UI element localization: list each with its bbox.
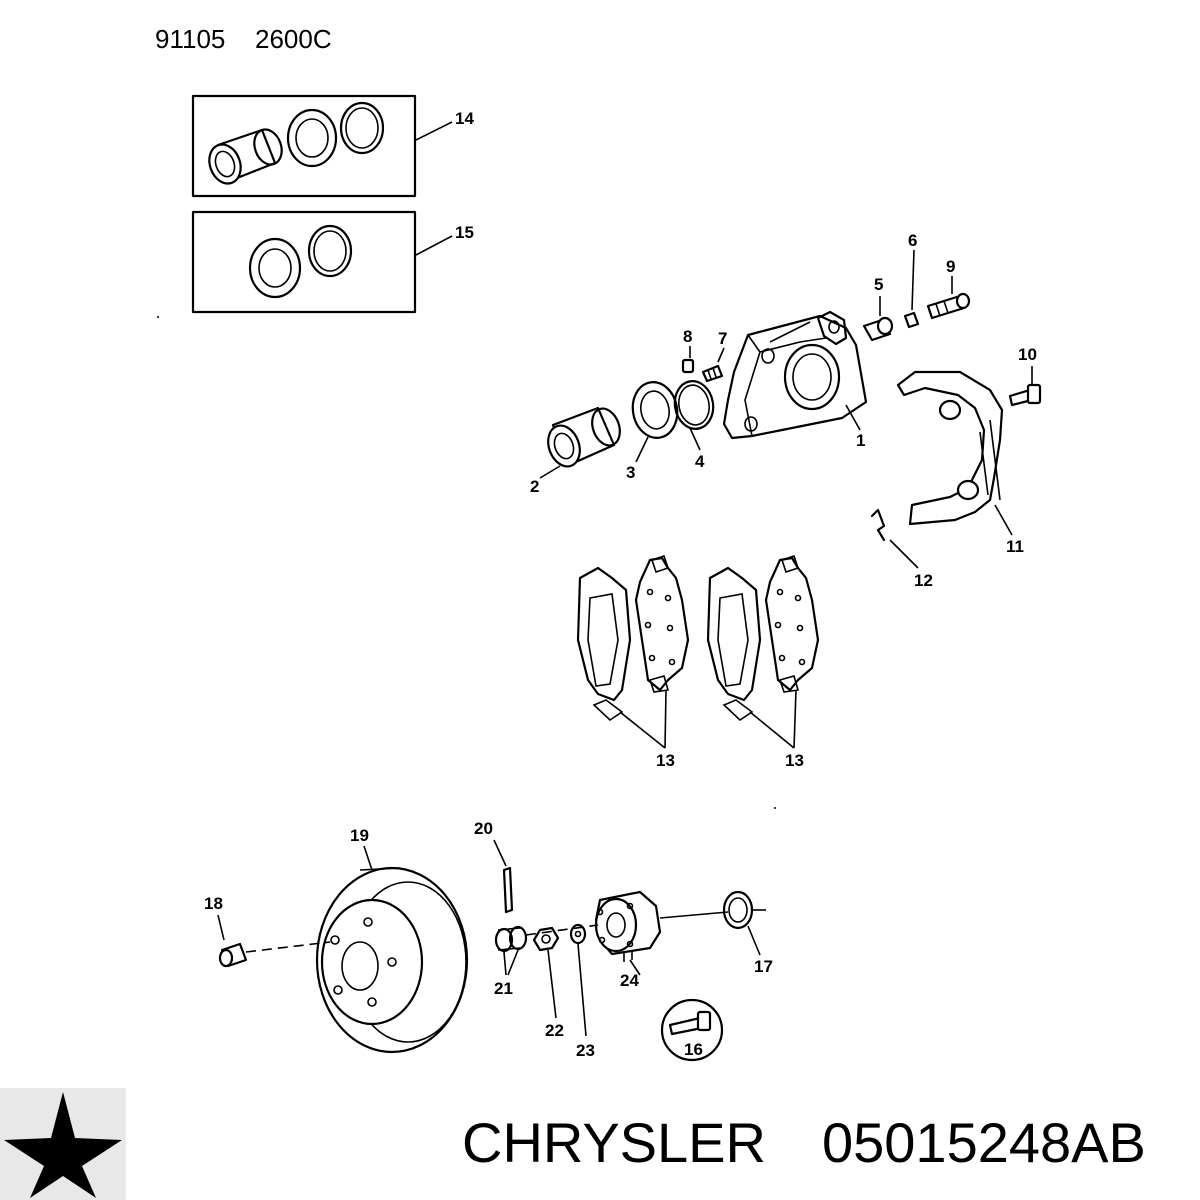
part-16-bolt	[660, 998, 724, 1062]
callout-13-right: 13	[785, 751, 804, 770]
part-6-sleeve	[903, 249, 920, 329]
callout-19: 19	[350, 826, 369, 845]
callout-17: 17	[754, 957, 773, 976]
callout-2: 2	[530, 477, 539, 496]
callout-10: 10	[1018, 345, 1037, 364]
part-number: 05015248AB	[822, 1111, 1146, 1174]
part-4-piston-seal	[673, 380, 715, 451]
part-8-bleeder-cap	[681, 346, 695, 374]
part-2-piston	[539, 406, 621, 479]
callout-9: 9	[946, 257, 955, 276]
callout-21: 21	[494, 979, 513, 998]
header-code-right: 2600C	[255, 24, 332, 54]
part-10-mounting-bolt	[1008, 366, 1042, 407]
part-9-guide-pin-bolt	[926, 276, 971, 320]
callout-11: 11	[1006, 537, 1024, 556]
part-7-bleeder-screw	[701, 347, 725, 383]
callout-15: 15	[455, 223, 474, 242]
part-21-nut-retainer	[494, 925, 528, 976]
kit-15-seal-kit	[191, 210, 453, 314]
callout-16: 16	[684, 1040, 703, 1059]
part-13-brake-pad-set-right	[706, 554, 820, 749]
callout-22: 22	[545, 1021, 564, 1040]
callout-20: 20	[474, 819, 493, 838]
header-code-left: 91105	[155, 24, 225, 54]
callout-5: 5	[874, 275, 883, 294]
brand-name: CHRYSLER	[462, 1111, 766, 1174]
part-22-hex-nut	[532, 926, 560, 1019]
part-12-anti-rattle-clip	[870, 508, 919, 569]
callout-18: 18	[204, 894, 223, 913]
chrysler-pentastar-logo	[0, 1088, 126, 1200]
callout-13-left: 13	[656, 751, 675, 770]
callout-14: 14	[455, 109, 474, 128]
part-19-brake-rotor	[315, 845, 469, 1054]
part-11-caliper-adapter	[896, 370, 1013, 536]
part-20-cotter-pin	[493, 839, 514, 914]
callout-4: 4	[695, 452, 705, 471]
part-18-lug-nut	[217, 914, 331, 968]
callout-3: 3	[626, 463, 635, 482]
part-5-bushing	[862, 296, 894, 342]
callout-23: 23	[576, 1041, 595, 1060]
part-13-brake-pad-set-left	[576, 554, 690, 749]
part-1-caliper-housing	[722, 310, 868, 440]
callout-1: 1	[856, 431, 865, 450]
part-23-washer	[569, 923, 587, 1037]
part-24-hub-bearing	[525, 890, 729, 976]
part-3-dust-boot	[631, 381, 679, 463]
kit-14-piston-seal-kit	[191, 94, 453, 198]
callout-24: 24	[620, 971, 639, 990]
callout-12: 12	[914, 571, 933, 590]
callout-8: 8	[683, 327, 692, 346]
callout-6: 6	[908, 231, 917, 250]
callout-7: 7	[718, 329, 727, 348]
part-17-hub-seal	[722, 890, 766, 956]
